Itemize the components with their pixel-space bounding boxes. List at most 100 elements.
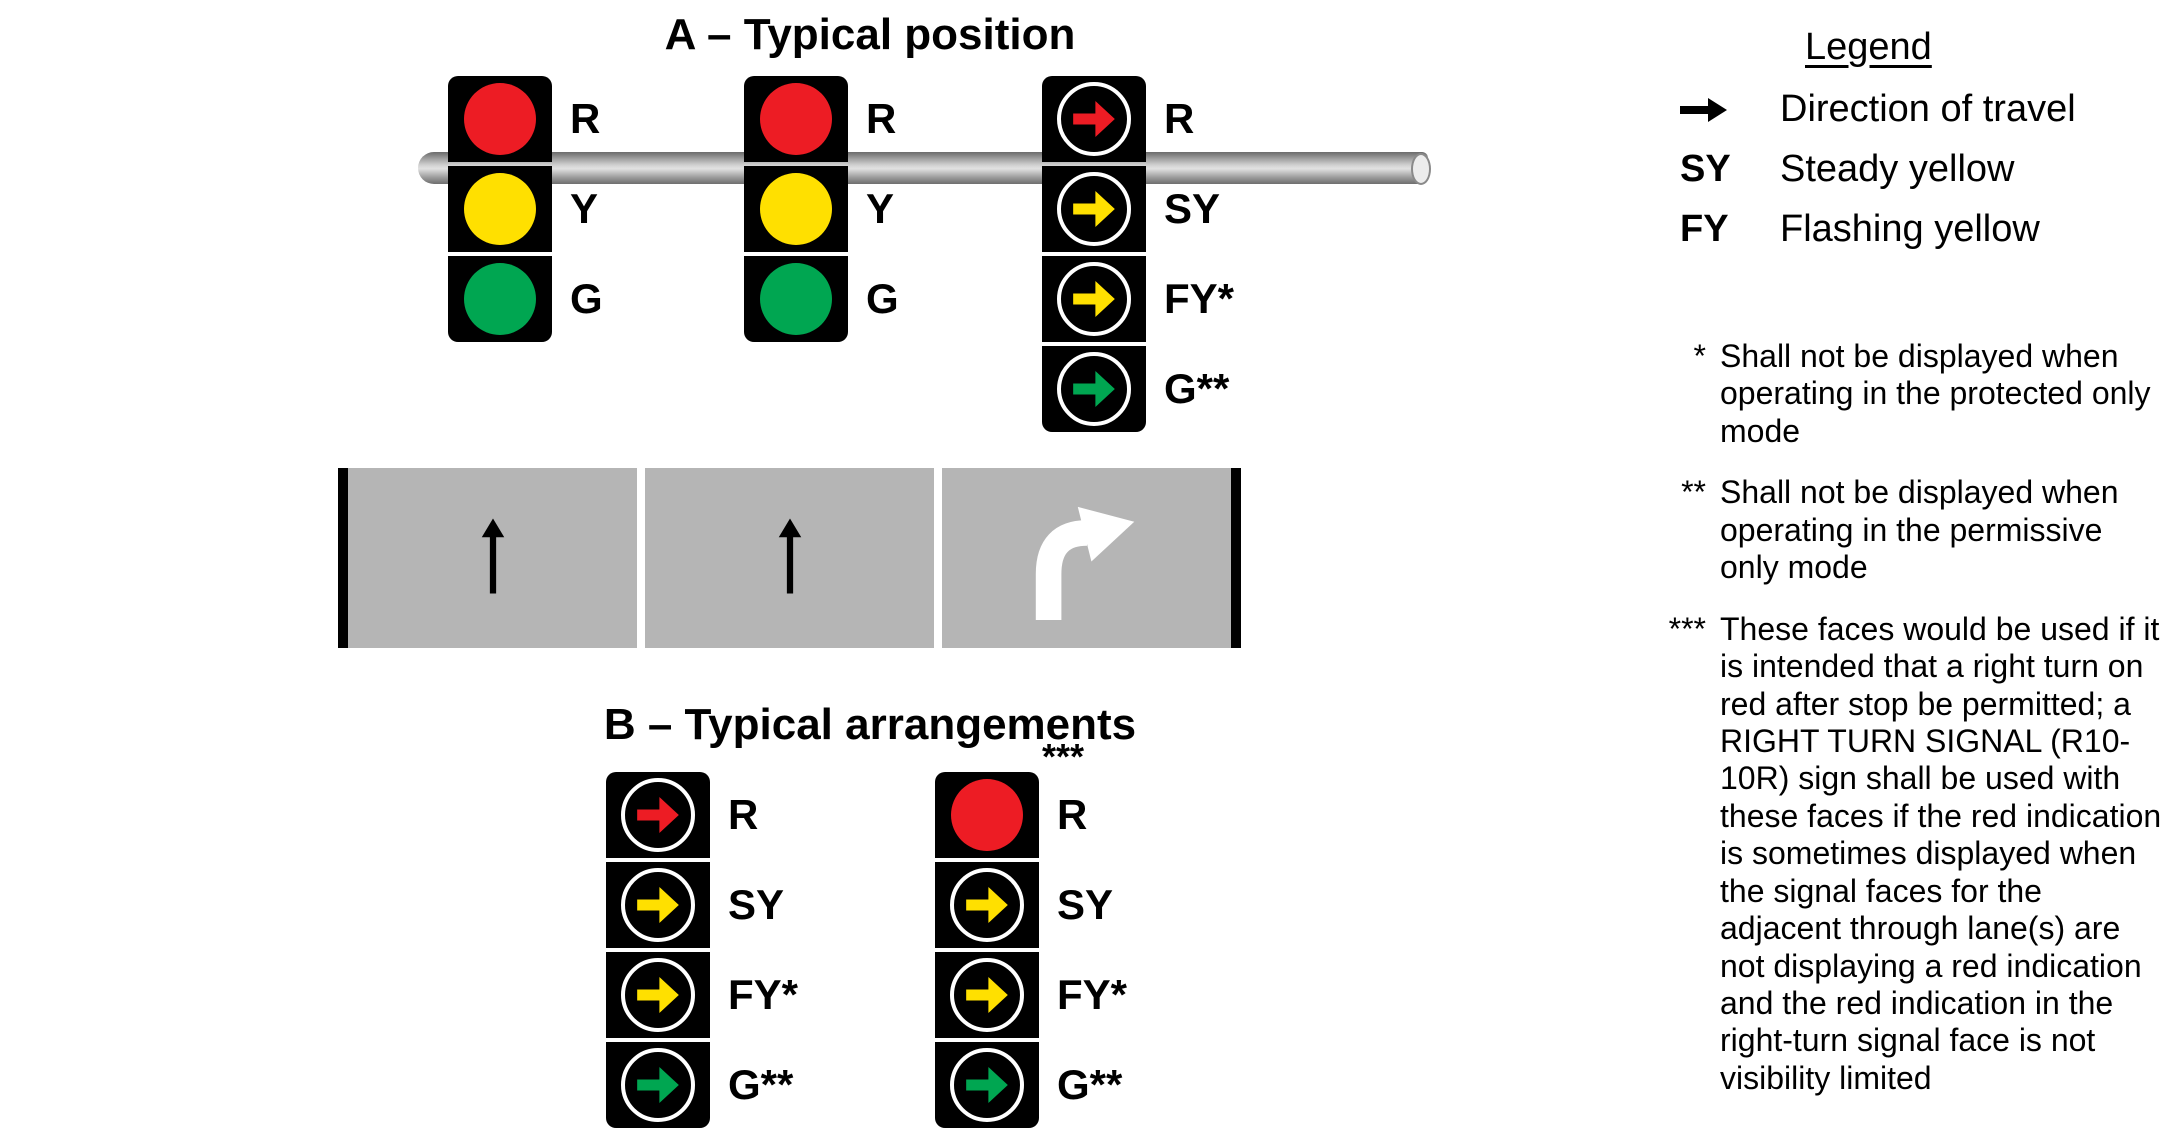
right-arrow-icon [637, 886, 679, 924]
signal-section: Y [744, 166, 899, 252]
signal-head-a1: R Y G [448, 76, 603, 342]
yellow-arrow-lens [950, 958, 1024, 1032]
signal-cell [1042, 346, 1146, 432]
signal-section: R [744, 76, 899, 162]
signal-cell [606, 952, 710, 1038]
signal-cell [935, 862, 1039, 948]
lens-label: G** [728, 1061, 794, 1108]
lens-label: FY* [728, 971, 799, 1018]
signal-section: SY [935, 862, 1127, 948]
legend-label: Flashing yellow [1780, 208, 2040, 250]
signal-cell [606, 862, 710, 948]
signal-cell [935, 952, 1039, 1038]
signal-cell [448, 166, 552, 252]
red-ball-lens [951, 779, 1023, 851]
legend-symbol-sy: SY [1680, 148, 1731, 190]
signal-cell [935, 772, 1039, 858]
right-arrow-icon [1073, 190, 1115, 228]
signal-cell [1042, 76, 1146, 162]
triple-asterisk-note: *** [1042, 736, 1085, 777]
signal-section: R [935, 772, 1127, 858]
right-arrow-icon [637, 796, 679, 834]
right-arrow-icon [1073, 370, 1115, 408]
signal-cell [744, 166, 848, 252]
signal-section: Y [448, 166, 603, 252]
signal-section: G [448, 256, 603, 342]
signal-head-a3: R SY FY* G** [1042, 76, 1234, 432]
footnote-marker: *** [1668, 610, 1706, 647]
lens-label: G [866, 275, 899, 322]
lane-right-turn [942, 468, 1231, 648]
legend-title: Legend [1805, 26, 1932, 68]
mast-arm-pole [418, 152, 1431, 185]
footnotes: * Shall not be displayed when operating … [1650, 338, 2165, 1097]
right-arrow-icon [966, 1066, 1008, 1104]
lens-label: FY* [1057, 971, 1128, 1018]
lens-label: Y [866, 185, 895, 232]
lens-label: SY [1057, 881, 1114, 928]
signal-section: R [1042, 76, 1234, 162]
yellow-arrow-lens [1057, 172, 1131, 246]
red-ball-lens [464, 83, 536, 155]
roadway [338, 468, 1241, 648]
signal-section: FY* [935, 952, 1127, 1038]
right-arrow-icon [966, 886, 1008, 924]
signal-cell [1042, 256, 1146, 342]
signal-section: FY* [1042, 256, 1234, 342]
signal-cell [1042, 166, 1146, 252]
right-arrow-icon [1073, 100, 1115, 138]
lens-label: R [1057, 791, 1088, 838]
signal-section: G** [1042, 346, 1234, 432]
red-ball-lens [760, 83, 832, 155]
signal-head-b2: R SY FY* G** [935, 772, 1127, 1128]
lens-label: R [866, 95, 897, 142]
green-arrow-lens [621, 1048, 695, 1122]
signal-section: SY [1042, 166, 1234, 252]
lens-label: R [1164, 95, 1195, 142]
signal-section: G** [606, 1042, 798, 1128]
signal-section: SY [606, 862, 798, 948]
signal-head-b1: R SY FY* G** [606, 772, 798, 1128]
lens-label: G** [1057, 1061, 1123, 1108]
lens-label: R [570, 95, 601, 142]
yellow-arrow-lens [1057, 262, 1131, 336]
footnote-text: These faces would be used if it is inten… [1720, 610, 2162, 1096]
green-arrow-lens [950, 1048, 1024, 1122]
yellow-ball-lens [760, 173, 832, 245]
legend-items: Direction of travel SY Steady yellow FY … [1680, 88, 2076, 251]
lane-through-1 [348, 468, 637, 648]
signal-cell [448, 256, 552, 342]
signal-head-a2: R Y G [744, 76, 899, 342]
yellow-ball-lens [464, 173, 536, 245]
footnote-marker: * [1693, 338, 1706, 374]
green-arrow-lens [1057, 352, 1131, 426]
signal-section: G [744, 256, 899, 342]
straight-arrow-icon [478, 513, 508, 604]
lens-label: SY [728, 881, 785, 928]
lens-label: FY* [1164, 275, 1235, 322]
signal-cell [744, 256, 848, 342]
signal-cell [744, 76, 848, 162]
signal-section: G** [935, 1042, 1127, 1128]
lane-through-2 [645, 468, 934, 648]
right-arrow-icon [966, 976, 1008, 1014]
red-arrow-lens [1057, 82, 1131, 156]
signal-section: FY* [606, 952, 798, 1038]
legend-symbol-fy: FY [1680, 208, 1729, 250]
lens-label: G** [1164, 365, 1230, 412]
footnote-text: Shall not be displayed when operating in… [1720, 338, 2151, 449]
lens-label: G [570, 275, 603, 322]
right-turn-arrow-icon [1008, 492, 1166, 625]
lens-label: SY [1164, 185, 1221, 232]
yellow-arrow-lens [950, 868, 1024, 942]
direction-arrow-icon [1680, 97, 1762, 123]
lens-label: Y [570, 185, 599, 232]
legend-label: Direction of travel [1780, 88, 2076, 130]
green-ball-lens [760, 263, 832, 335]
signal-section: R [448, 76, 603, 162]
right-arrow-icon [1073, 280, 1115, 318]
yellow-arrow-lens [621, 958, 695, 1032]
footnote-marker: ** [1681, 474, 1706, 511]
right-arrow-icon [637, 976, 679, 1014]
legend-label: Steady yellow [1780, 148, 2015, 190]
